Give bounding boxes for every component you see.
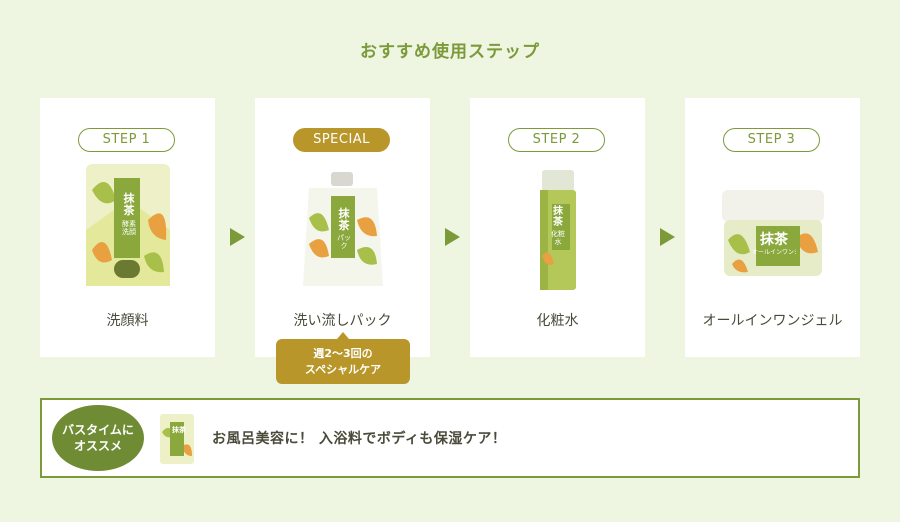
step-badge: STEP 1 [78,128,175,152]
step-card-1[interactable]: STEP 1 抹茶 酵素洗顔 洗顔料 [40,98,215,357]
product-label: 洗顔料 [106,313,149,329]
page-title: おすすめ使用ステップ [360,42,540,62]
step-badge: STEP 3 [723,128,820,152]
pack-mark: 抹茶 [123,192,135,217]
next-arrow-icon [660,228,675,246]
step-badge: STEP 2 [508,128,605,152]
pack-mark: 抹茶 [338,207,350,232]
callout-line-1: 週2〜3回の [313,347,373,360]
step-card-3[interactable]: STEP 3 抹茶 オールインワンジェル オールインワンジェル [685,98,860,357]
special-care-callout: 週2〜3回の スペシャルケア [276,332,410,384]
product-label: オールインワンジェル [702,313,843,329]
step-card-special[interactable]: SPECIAL 抹茶 パック 洗い流しパック [255,98,430,357]
pack-mark: 抹茶 [553,206,563,228]
pack-mark: 抹茶 [172,426,186,434]
product-label: 化粧水 [536,313,579,329]
badge-line-1: バスタイムに [62,423,134,437]
pack-mark: 抹茶 [760,232,788,248]
product-image-gel-jar [685,160,860,300]
next-arrow-icon [445,228,460,246]
next-arrow-icon [230,228,245,246]
callout-line-2: スペシャルケア [304,363,382,376]
pack-sub: 化粧水 [551,230,565,246]
product-label: 洗い流しパック [293,313,392,329]
badge-line-2: オススメ [73,439,122,453]
product-image-pack [255,160,430,300]
bath-time-badge: バスタイムに オススメ [52,405,144,471]
product-image-face-wash [40,160,215,300]
bath-time-message: お風呂美容に！ 入浴料でボディも保湿ケア！ [212,431,507,447]
product-image-lotion [470,160,645,300]
special-badge: SPECIAL [293,128,390,152]
bath-time-banner[interactable]: バスタイムに オススメ 抹茶 お風呂美容に！ 入浴料でボディも保湿ケア！ [40,398,860,478]
pack-sub: パック [337,234,351,250]
pack-sub: 酵素洗顔 [122,220,136,236]
pack-sub: オールインワンジェル [752,249,796,256]
product-image-bath-salt [158,412,196,470]
step-card-2[interactable]: STEP 2 抹茶 化粧水 化粧水 [470,98,645,357]
